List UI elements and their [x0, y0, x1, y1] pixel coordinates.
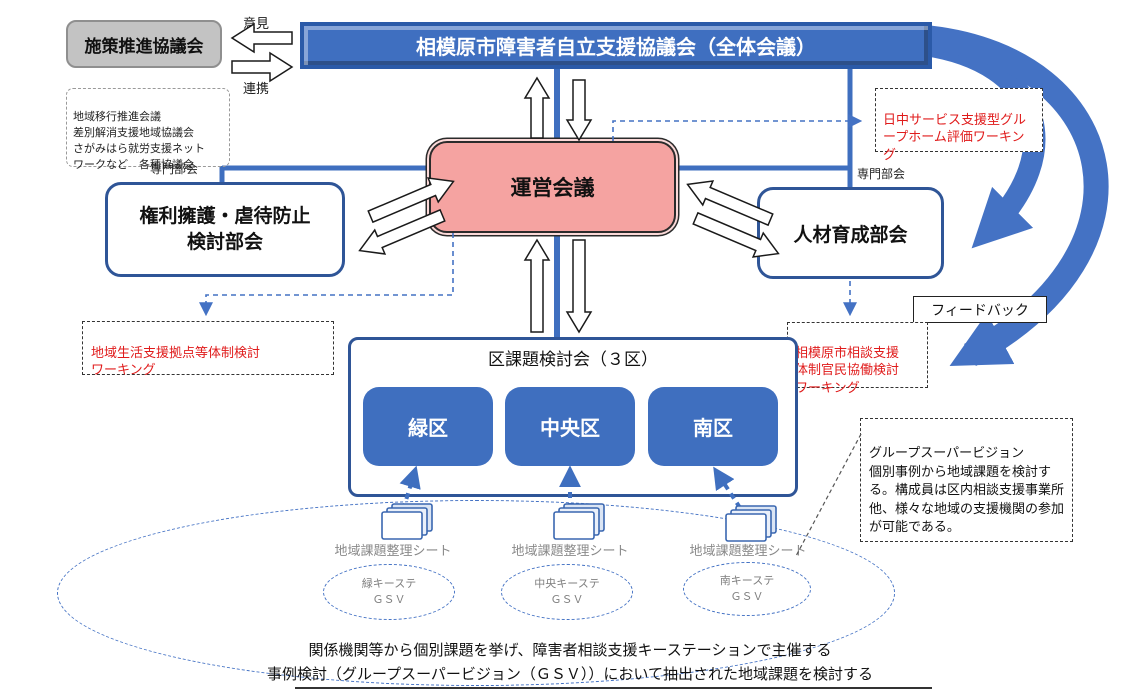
up-arrow-icon	[523, 238, 551, 333]
diagonal-arrow-down-left-icon	[358, 208, 446, 255]
gsv-ellipse-minami: 南キーステ ＧＳＶ	[683, 562, 811, 616]
up-arrow-icon	[523, 76, 551, 139]
gsv-zone-ellipse	[57, 500, 895, 686]
district-meeting-title: 区課題検討会（３区）	[488, 350, 658, 369]
dashed-connector-to-community-base-working	[199, 233, 454, 317]
policy-council-box: 施策推進協議会	[66, 20, 222, 68]
consultation-working-box: 相模原市相談支援 体制官民協働検討 ワーキング	[787, 322, 928, 395]
gsv-explanation-box: グループスーパービジョン 個別事例から地域課題を検討する。構成員は区内相談支援事…	[860, 418, 1073, 542]
cooperation-arrow-icon	[231, 51, 294, 83]
opinion-arrow-icon	[230, 22, 293, 54]
down-arrow-icon	[565, 79, 593, 142]
specialist-label-left: 専門部会	[150, 162, 199, 176]
gsv-description: 関係機関等から個別課題を挙げ、障害者相談支援キーステーションで主催する 事例検討…	[266, 642, 873, 683]
document-stack-icon	[725, 505, 777, 542]
main-title: 相模原市障害者自立支援協議会（全体会議）	[416, 37, 816, 59]
council-list-text: 地域移行推進会議 差別解消支援地域協議会 さがみはら就労支援ネット ワークなど …	[73, 110, 205, 171]
district-box-chuo: 中央区	[505, 387, 635, 466]
document-stack-icon	[381, 503, 433, 540]
diagonal-arrow-down-right-icon	[692, 211, 780, 258]
district-box-minami: 南区	[648, 387, 778, 466]
diagonal-arrow-up-right-icon	[367, 177, 455, 224]
down-arrow-icon	[565, 239, 593, 334]
hr-committee-box: 人材育成部会	[757, 187, 944, 279]
sheet-label-midori: 地域課題整理シート	[334, 543, 452, 558]
management-meeting-box: 運営会議	[429, 141, 676, 233]
dashed-arrow-to-midori	[398, 465, 421, 521]
dashed-connector-to-daytime-working	[612, 114, 863, 141]
council-list-box: 地域移行推進会議 差別解消支援地域協議会 さがみはら就労支援ネット ワークなど …	[66, 88, 230, 171]
main-title-banner: 相模原市障害者自立支援協議会（全体会議）	[300, 22, 932, 69]
cooperation-label: 連携	[243, 81, 270, 96]
dashed-arrow-to-minami	[713, 466, 748, 519]
sheet-label-minami: 地域課題整理シート	[689, 543, 807, 558]
callout-leader-line	[795, 433, 862, 557]
rights-committee-box: 権利擁護・虐待防止 検討部会	[105, 182, 345, 277]
management-meeting-label: 運営会議	[510, 177, 595, 200]
district-box-midori: 緑区	[363, 387, 493, 466]
community-base-working-box: 地域生活支援拠点等体制検討 ワーキング	[82, 321, 334, 377]
document-stack-icon	[553, 503, 605, 540]
specialist-label-right: 専門部会	[857, 167, 906, 181]
diagonal-arrow-up-left-icon	[686, 180, 774, 227]
policy-council-label: 施策推進協議会	[84, 36, 204, 56]
daytime-service-working-box: 日中サービス支援型グループホーム評価ワーキング	[875, 88, 1043, 162]
bottom-border-line	[295, 687, 932, 689]
gsv-ellipse-midori: 緑キーステ ＧＳＶ	[323, 564, 455, 620]
district-meeting-container: 区課題検討会（３区） 緑区 中央区 南区	[348, 337, 798, 497]
sheet-label-chuo: 地域課題整理シート	[511, 543, 629, 558]
gsv-ellipse-chuo: 中央キーステ ＧＳＶ	[501, 564, 633, 620]
